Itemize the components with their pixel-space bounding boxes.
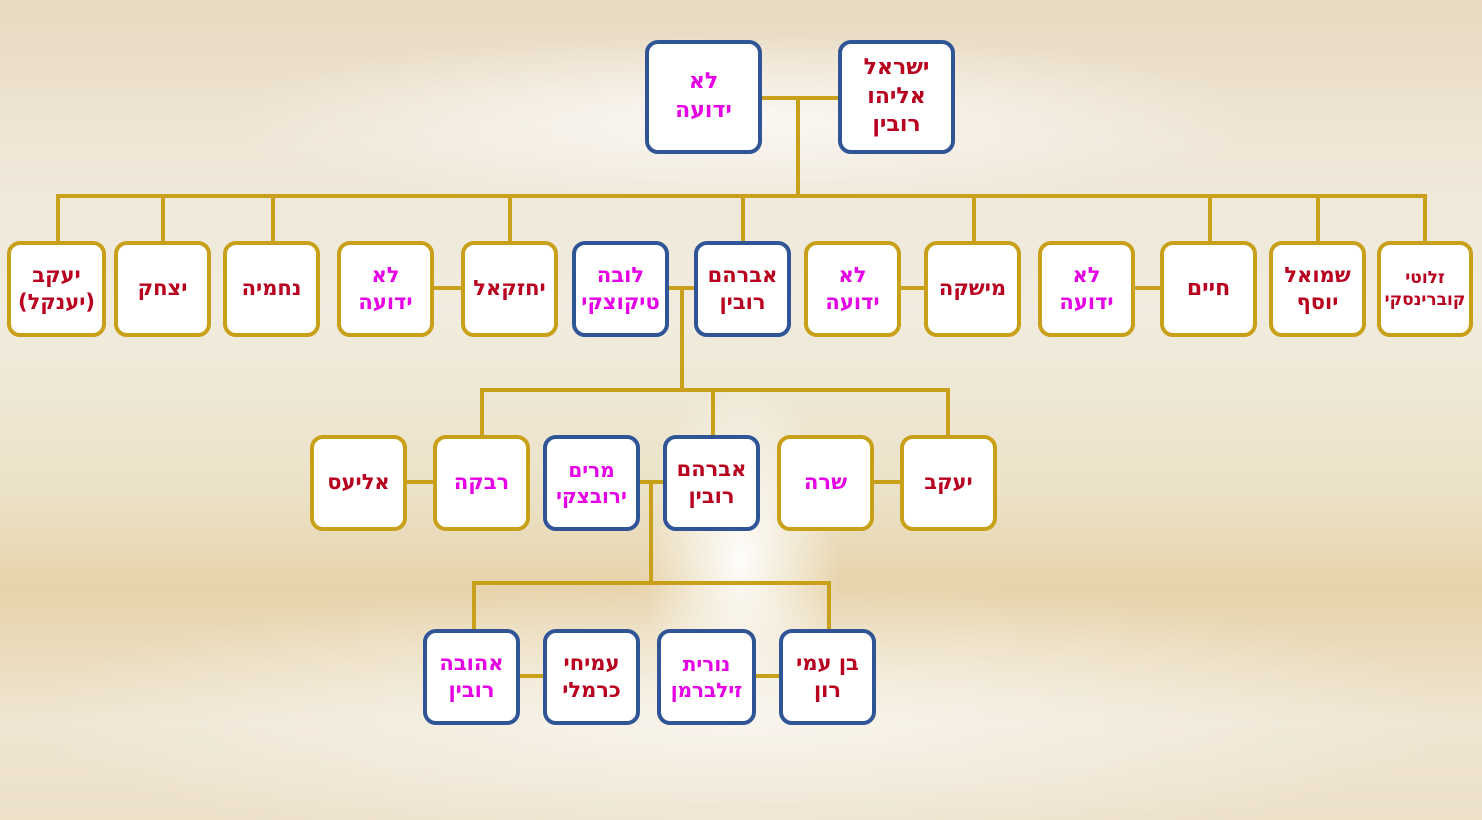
person-box-yaakov-gen3: יעקב bbox=[900, 435, 997, 531]
person-box-mother-gen1: לא ידועה bbox=[645, 40, 762, 154]
person-name-line: יוסף bbox=[1296, 290, 1339, 314]
person-name-line: לא bbox=[371, 262, 400, 287]
person-name-line: לובה bbox=[596, 262, 645, 287]
person-box-shmuel: שמואל יוסף bbox=[1269, 241, 1366, 337]
person-name-line: ירובצקי bbox=[556, 484, 627, 508]
person-box-yechezkel: יחזקאל bbox=[461, 241, 558, 337]
person-name-line: ישראל bbox=[863, 55, 930, 81]
person-name-line: יעקב bbox=[32, 262, 81, 287]
person-box-chaim: חיים bbox=[1160, 241, 1257, 337]
person-name-line: אברהם bbox=[707, 262, 778, 287]
person-name-line: אברהם bbox=[676, 456, 747, 481]
person-box-chaim-spouse: לא ידועה bbox=[1038, 241, 1135, 337]
person-box-nurit: נורית זילברמן bbox=[657, 629, 756, 725]
person-box-avraham-gen2: אברהם רובין bbox=[694, 241, 791, 337]
person-box-sara: שרה bbox=[777, 435, 874, 531]
person-name-line: ידועה bbox=[358, 290, 413, 314]
person-name-line: לא bbox=[838, 262, 867, 287]
person-name-line: יחזקאל bbox=[473, 276, 546, 301]
person-box-benami: בן עמי רון bbox=[779, 629, 876, 725]
person-name-line: חיים bbox=[1186, 275, 1231, 301]
person-box-yaakov-gen2: יעקב (יענקל) bbox=[7, 241, 106, 337]
person-name-line: נורית bbox=[682, 652, 731, 676]
person-box-rivka: רבקה bbox=[433, 435, 530, 531]
person-box-yitzchak: יצחק bbox=[114, 241, 211, 337]
person-box-luba: לובה טיקוצקי bbox=[572, 241, 669, 337]
person-box-avraham-gen3: אברהם רובין bbox=[663, 435, 760, 531]
person-box-mishka: מישקה bbox=[924, 241, 1021, 337]
person-name-line: רבקה bbox=[453, 470, 510, 495]
person-box-nechemia: נחמיה bbox=[223, 241, 320, 337]
person-name-line: רובין bbox=[688, 484, 735, 508]
person-name-line: אליעס bbox=[327, 470, 390, 495]
person-name-line: בן עמי bbox=[796, 650, 859, 675]
person-box-zloti: זלוטי קוברינסקי bbox=[1377, 241, 1473, 337]
person-name-line: רובין bbox=[872, 112, 921, 138]
person-name-line: אהובה bbox=[439, 650, 504, 675]
person-name-line: ידועה bbox=[1059, 290, 1114, 314]
person-name-line: ידועה bbox=[825, 290, 880, 314]
person-box-elias: אליעס bbox=[310, 435, 407, 531]
person-box-mishka-spouse: לא ידועה bbox=[804, 241, 901, 337]
person-name-line: שרה bbox=[804, 470, 847, 495]
person-name-line: (יענקל) bbox=[17, 290, 96, 314]
person-name-line: ידועה bbox=[675, 98, 732, 123]
person-name-line: יעקב bbox=[924, 470, 973, 495]
person-name-line: לא bbox=[688, 69, 719, 95]
person-box-ahuva: אהובה רובין bbox=[423, 629, 520, 725]
person-name-line: אליהו bbox=[867, 83, 926, 109]
person-name-line: זלוטי bbox=[1405, 267, 1445, 288]
person-name-line: מרים bbox=[568, 458, 615, 482]
person-name-line: מישקה bbox=[938, 276, 1007, 301]
person-name-line: רון bbox=[813, 678, 842, 702]
person-name-line: קוברינסקי bbox=[1384, 290, 1466, 310]
person-name-line: יצחק bbox=[137, 276, 188, 301]
person-box-yechezkel-spouse: לא ידועה bbox=[337, 241, 434, 337]
person-name-line: רובין bbox=[448, 678, 495, 702]
person-name-line: כרמלי bbox=[562, 678, 621, 702]
person-name-line: טיקוצקי bbox=[581, 290, 660, 314]
person-name-line: עמיחי bbox=[563, 650, 620, 675]
person-name-line: רובין bbox=[719, 290, 766, 314]
person-box-amichai: עמיחי כרמלי bbox=[543, 629, 640, 725]
person-name-line: זילברמן bbox=[670, 678, 743, 702]
person-box-father-gen1: ישראל אליהו רובין bbox=[838, 40, 955, 154]
person-name-line: לא bbox=[1072, 262, 1101, 287]
person-box-miriam: מרים ירובצקי bbox=[543, 435, 640, 531]
person-name-line: נחמיה bbox=[241, 276, 302, 301]
person-name-line: שמואל bbox=[1284, 262, 1351, 287]
